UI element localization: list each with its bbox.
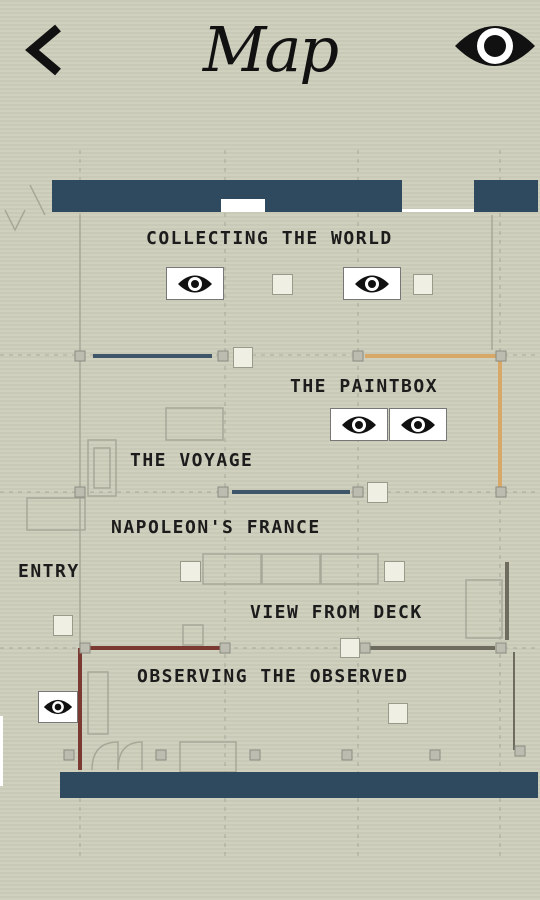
header: Map (0, 0, 540, 120)
exhibit-marker[interactable] (53, 615, 73, 636)
room-label-observing-the-observed[interactable]: OBSERVING THE OBSERVED (137, 666, 409, 687)
exhibit-marker[interactable] (340, 638, 360, 658)
room-label-napoleons-france[interactable]: NAPOLEON'S FRANCE (111, 517, 321, 538)
exhibit-eye-button[interactable] (389, 408, 447, 441)
eye-icon (178, 275, 212, 292)
eye-icon (401, 416, 435, 433)
chevron-left-icon (25, 24, 61, 76)
edge-highlight (0, 716, 3, 786)
back-button[interactable] (18, 20, 78, 80)
room-label-the-paintbox[interactable]: THE PAINTBOX (290, 376, 439, 397)
exhibit-eye-button[interactable] (166, 267, 224, 300)
room-label-entry[interactable]: ENTRY (18, 561, 80, 582)
exhibit-marker[interactable] (272, 274, 293, 295)
exhibit-marker[interactable] (384, 561, 405, 582)
eye-icon (342, 416, 376, 433)
exhibit-marker[interactable] (233, 347, 253, 368)
exhibit-marker[interactable] (413, 274, 433, 295)
exhibit-marker[interactable] (180, 561, 201, 582)
room-label-the-voyage[interactable]: THE VOYAGE (130, 450, 254, 471)
exhibit-marker[interactable] (388, 703, 408, 724)
exhibit-eye-button[interactable] (38, 691, 78, 723)
eye-icon (355, 275, 389, 292)
eye-icon (455, 26, 535, 66)
room-label-view-from-deck[interactable]: VIEW FROM DECK (250, 602, 423, 623)
eye-icon (43, 699, 73, 715)
view-button[interactable] (452, 14, 538, 78)
exhibit-marker[interactable] (367, 482, 388, 503)
exhibit-eye-button[interactable] (343, 267, 401, 300)
room-label-collecting-the-world[interactable]: COLLECTING THE WORLD (146, 228, 393, 249)
page-title: Map (202, 13, 339, 86)
exhibit-eye-button[interactable] (330, 408, 388, 441)
